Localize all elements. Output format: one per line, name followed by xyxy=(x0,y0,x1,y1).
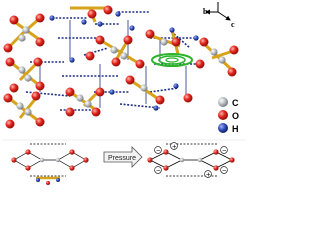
legend-oxygen-label: O xyxy=(232,111,239,121)
molecule-lower-center xyxy=(65,87,115,117)
atom-legend: C O H xyxy=(218,97,239,134)
molecule-lower-left xyxy=(3,91,45,129)
svg-text:−: − xyxy=(156,147,161,154)
molecule-left-top xyxy=(3,13,55,53)
green-ring-highlight xyxy=(151,53,193,67)
molecule-top-center xyxy=(70,5,121,27)
scheme-right-ionic xyxy=(149,143,233,177)
hydrogen-bond-vertical-lines xyxy=(39,20,187,108)
svg-text:−: − xyxy=(222,147,227,154)
hydrogen-bond-network xyxy=(25,11,196,111)
molecule-right xyxy=(195,37,239,77)
molecule-lower-right xyxy=(125,75,193,111)
charge-symbols: − − − − + + xyxy=(154,142,228,178)
svg-text:−: − xyxy=(156,167,161,174)
pressure-label: Pressure xyxy=(108,155,136,162)
axis-c-label: c xyxy=(231,20,235,29)
svg-text:−: − xyxy=(222,167,227,174)
figure: b c C O H xyxy=(2,2,246,185)
axis-b-label: b xyxy=(203,7,208,16)
crystal-structure-figure: b c C O H xyxy=(2,2,246,185)
svg-text:+: + xyxy=(172,143,177,150)
pressure-arrow: Pressure xyxy=(103,146,143,168)
molecule-upper-right xyxy=(145,27,199,55)
svg-text:+: + xyxy=(206,171,211,178)
legend-carbon-label: C xyxy=(232,98,239,108)
scheme-left-dimer xyxy=(13,143,87,177)
scheme-left-atoms xyxy=(11,149,89,185)
molecule-left-middle xyxy=(5,57,45,93)
legend-carbon-swatch xyxy=(218,97,228,107)
legend-oxygen-swatch xyxy=(218,110,228,120)
crystal-axes: b c xyxy=(203,2,235,29)
legend-hydrogen-swatch xyxy=(218,123,228,133)
scheme-right-atoms xyxy=(147,149,235,171)
legend-hydrogen-label: H xyxy=(232,124,239,134)
molecule-center xyxy=(69,25,145,69)
